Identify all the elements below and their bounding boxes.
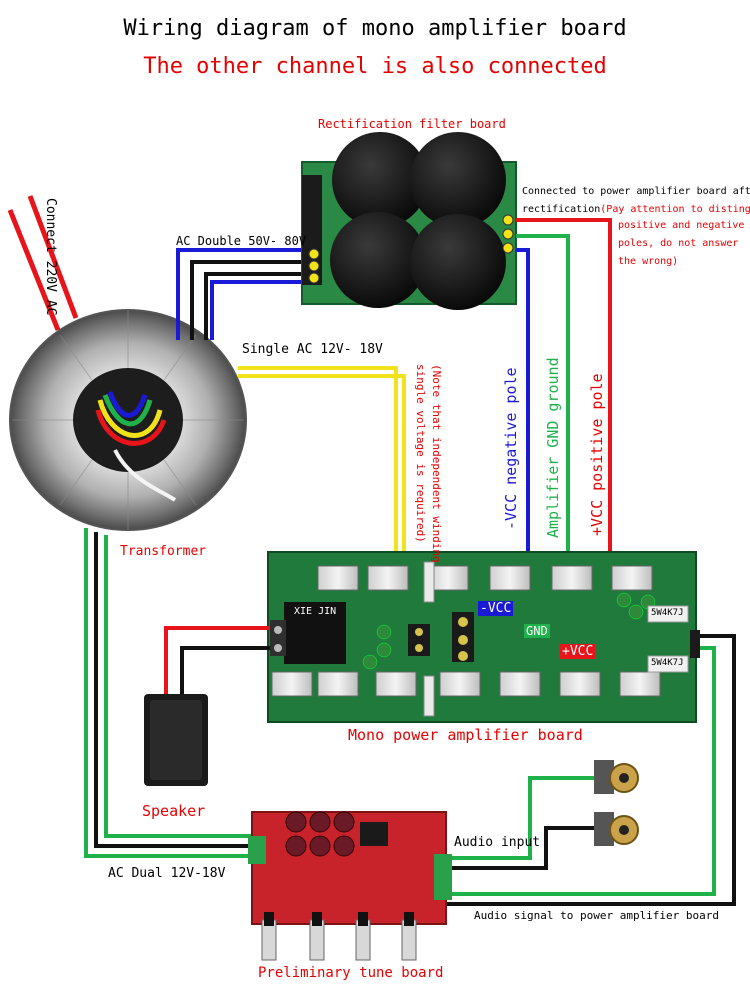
connect-220v-label: Connect 220V AC: [43, 198, 58, 316]
board-neg-vcc-label: -VCC: [478, 601, 514, 616]
speaker: [144, 694, 208, 786]
transformer-label: Transformer: [120, 544, 207, 559]
audio-signal-label: Audio signal to power amplifier board: [474, 909, 720, 922]
vcc-negative-label: -VCC negative pole: [502, 367, 520, 530]
rectifier-board: [301, 132, 517, 310]
rectifier-note-line3: positive and negative: [618, 220, 745, 231]
mono-amp-board: [267, 551, 700, 723]
ac-dual-wires: [84, 528, 262, 858]
rca-jacks: [594, 760, 639, 846]
rectifier-note-line2: rectification(Pay attention to distingui…: [522, 204, 750, 215]
single-ac-label: Single AC 12V- 18V: [242, 342, 383, 357]
ac-dual-label: AC Dual 12V-18V: [108, 866, 226, 881]
resistor-1-label: 5W4K7J: [651, 608, 684, 618]
rectifier-note-line5: the wrong): [618, 256, 679, 267]
speaker-label: Speaker: [142, 802, 206, 820]
ac-double-label: AC Double 50V- 80V: [176, 234, 307, 248]
vcc-positive-label: +VCC positive pole: [588, 373, 606, 536]
preamp-board: [248, 811, 452, 961]
rectifier-board-label: Rectification filter board: [318, 117, 506, 131]
resistor-2-label: 5W4K7J: [651, 658, 684, 668]
note-winding-line1: (Note that independent winding: [430, 364, 443, 563]
relay-label: XIE JIN: [294, 606, 337, 617]
rectifier-note-line1: Connected to power amplifier board after: [522, 186, 750, 197]
amp-gnd-label: Amplifier GND ground: [544, 357, 562, 538]
page-subtitle: The other channel is also connected: [143, 54, 607, 79]
board-pos-vcc-label: +VCC: [560, 644, 596, 659]
note-winding-line2: single voltage is required): [414, 364, 427, 543]
page-title: Wiring diagram of mono amplifier board: [123, 16, 627, 41]
rectifier-note-line2b: (Pay attention to distinguish: [600, 204, 750, 215]
toroidal-transformer: [9, 309, 247, 531]
preamp-board-label: Preliminary tune board: [258, 965, 444, 981]
speaker-wires: [164, 626, 270, 696]
audio-input-label: Audio input: [454, 835, 541, 850]
board-gnd-label: GND: [524, 624, 550, 638]
rectifier-note-line2a: rectification: [522, 204, 601, 215]
mains-input-wires: [7, 195, 79, 331]
rectifier-note-line4: poles, do not answer: [618, 238, 739, 249]
mono-board-label: Mono power amplifier board: [348, 726, 583, 744]
ac-double-wires: [176, 248, 316, 340]
